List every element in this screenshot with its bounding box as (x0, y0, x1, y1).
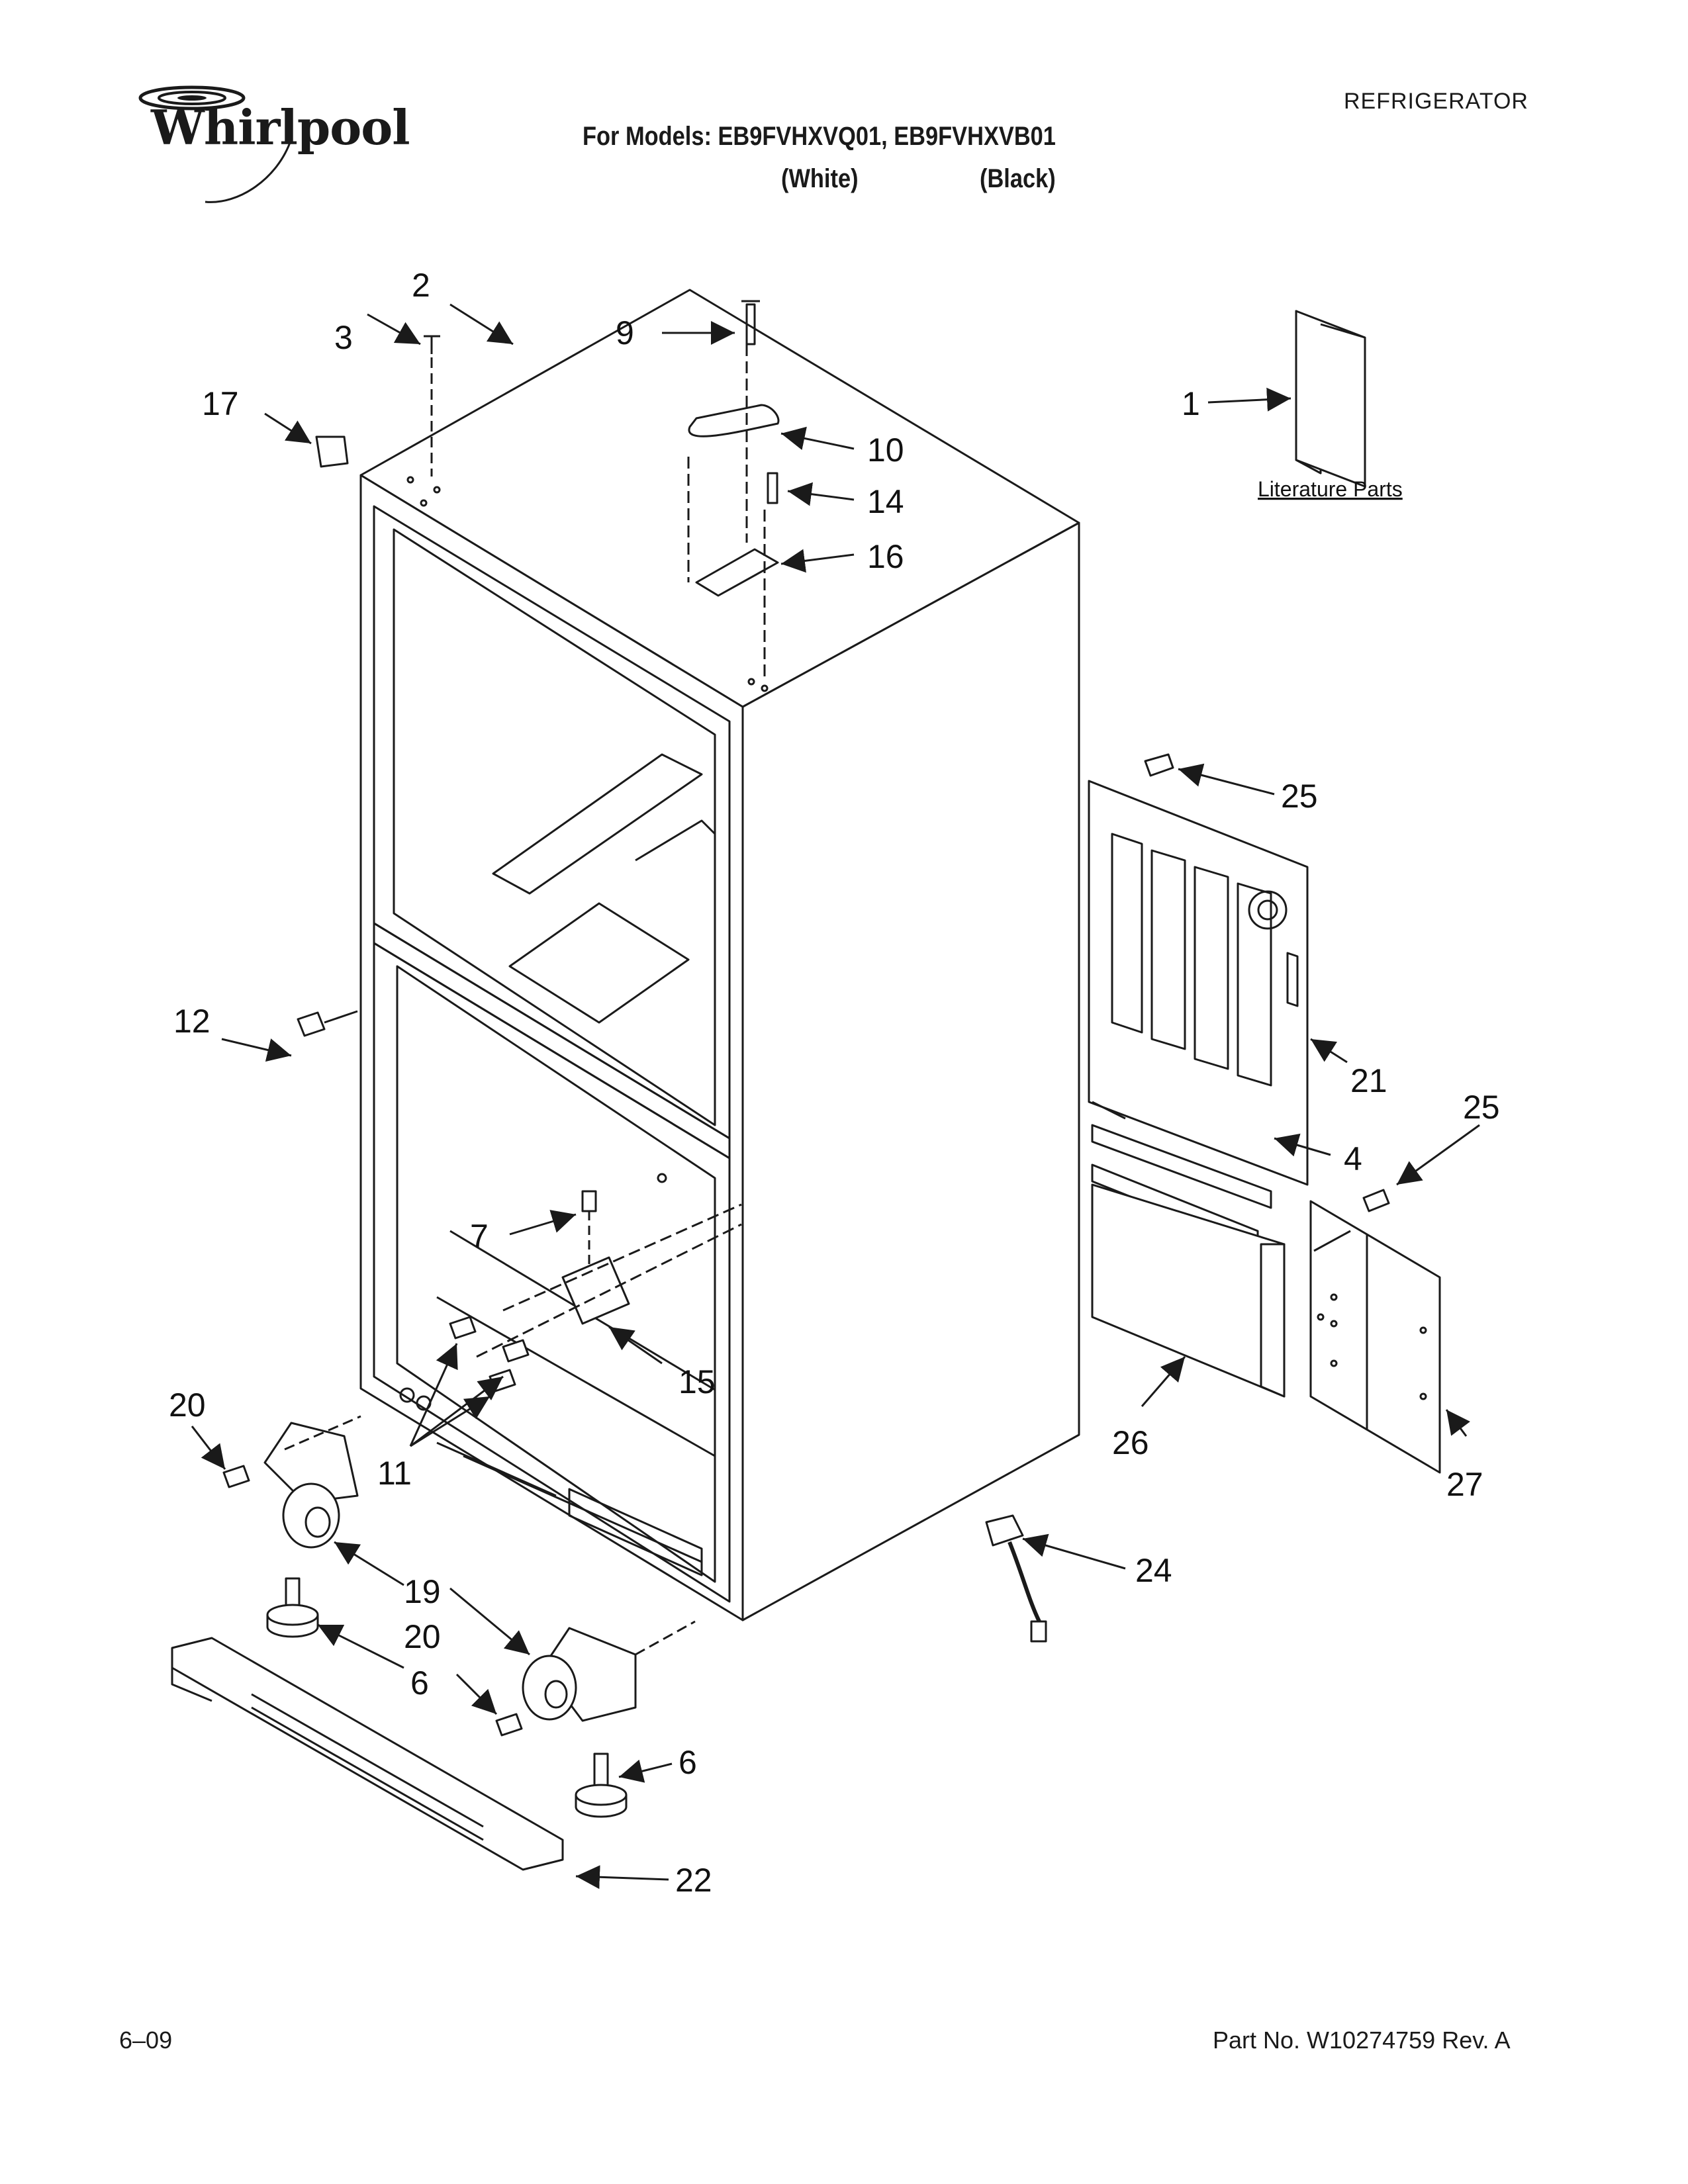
screw-7 (581, 1190, 597, 1264)
whirlpool-swirl-icon (138, 85, 293, 203)
category-label: REFRIGERATOR (1344, 89, 1528, 114)
callout-20-right: 20 (404, 1618, 441, 1655)
toe-grille (171, 1637, 564, 1871)
rear-access-panel (1088, 780, 1309, 1186)
callout-10: 10 (867, 432, 904, 469)
clip-17 (315, 435, 349, 468)
screw-25-lower (1362, 1189, 1390, 1212)
callout-16: 16 (867, 538, 904, 575)
callout-labels: 1 Literature Parts 2 3 9 17 10 14 16 12 … (169, 267, 1500, 1899)
screw-20-right (495, 1713, 523, 1737)
callout-11: 11 (377, 1455, 412, 1492)
wire-harness (985, 1514, 1047, 1643)
callout-4: 4 (1344, 1140, 1362, 1177)
callout-22: 22 (675, 1862, 712, 1899)
callout-15: 15 (679, 1363, 716, 1400)
callout-3: 3 (334, 319, 353, 356)
callout-14: 14 (867, 483, 904, 520)
callout-21: 21 (1350, 1062, 1387, 1099)
screw-20-left (222, 1465, 250, 1488)
leveling-leg-left (266, 1577, 319, 1638)
callout-26: 26 (1112, 1424, 1149, 1461)
roller-right (522, 1620, 696, 1722)
brand-wordmark: Whirlpool (151, 99, 410, 156)
callout-7: 7 (470, 1218, 489, 1255)
callout-9: 9 (616, 314, 634, 351)
callout-25-upper: 25 (1281, 778, 1318, 815)
variant-black: (Black) (980, 164, 1056, 193)
panel-27 (1309, 1200, 1441, 1474)
callout-12: 12 (173, 1003, 211, 1040)
variant-white: (White) (781, 164, 859, 193)
callout-2: 2 (412, 267, 430, 304)
part-number: Part No. W10274759 Rev. A (1213, 2026, 1511, 2054)
screw-3 (424, 335, 440, 477)
callout-25-lower: 25 (1463, 1089, 1500, 1126)
bracket-15 (476, 1203, 742, 1358)
callout-1: 1 (1182, 385, 1200, 422)
callout-20-left: 20 (169, 1387, 206, 1424)
panel-26 (1091, 1183, 1286, 1398)
callout-6-left: 6 (410, 1664, 429, 1702)
callout-6-right: 6 (679, 1744, 697, 1781)
revision-date: 6–09 (119, 2026, 173, 2054)
callout-24: 24 (1135, 1552, 1172, 1589)
leader-lines (191, 303, 1480, 1889)
brand-logo (126, 79, 404, 212)
models-line: For Models: EB9FVHXVQ01, EB9FVHXVB01 (583, 122, 1056, 151)
callout-17: 17 (202, 385, 239, 422)
screw-12 (297, 1010, 358, 1037)
literature-parts-label: Literature Parts (1258, 477, 1403, 501)
leveling-leg-right (575, 1752, 628, 1818)
top-hinge-assembly (687, 300, 780, 682)
roller-left (263, 1415, 361, 1549)
callout-19: 19 (404, 1573, 441, 1610)
screw-25-upper (1144, 753, 1174, 777)
callout-27: 27 (1446, 1466, 1483, 1503)
literature-booklet (1295, 310, 1366, 488)
refrigerator-cabinet (359, 289, 1080, 1621)
